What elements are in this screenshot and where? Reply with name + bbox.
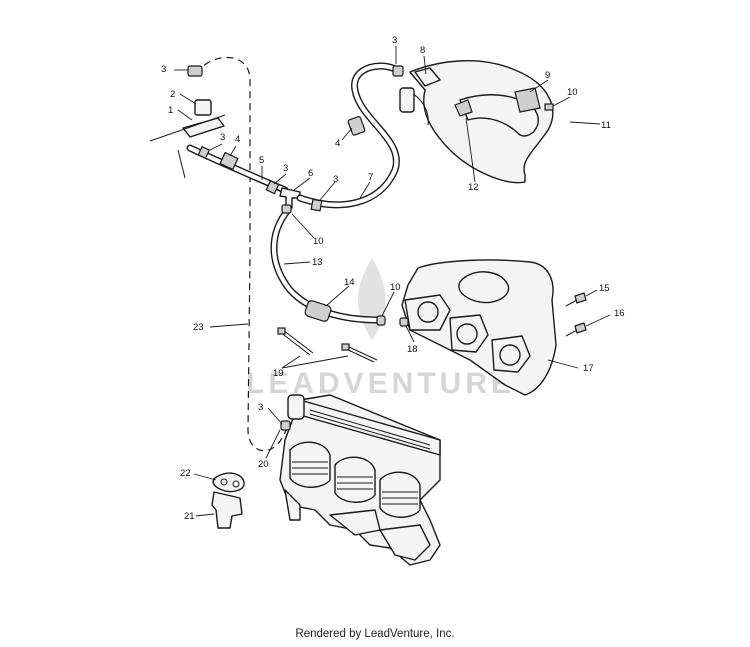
clamp-part-3-mid xyxy=(265,179,280,195)
callout-10: 10 xyxy=(567,87,578,98)
callout-2: 2 xyxy=(170,89,175,100)
callout-14: 14 xyxy=(344,277,355,288)
bracket-axis-line xyxy=(149,114,226,142)
callout-13: 13 xyxy=(312,257,323,268)
screw-part-10-upper xyxy=(544,103,554,111)
expansion-chamber-part-11 xyxy=(399,60,554,184)
cable-tie-head-right xyxy=(341,343,350,351)
callout-1: 1 xyxy=(168,105,173,116)
footer-credit: Rendered by LeadVenture, Inc. xyxy=(295,628,455,640)
bracket-part-12 xyxy=(454,99,473,117)
callout-20: 20 xyxy=(258,459,269,470)
callout-3: 3 xyxy=(161,64,166,75)
callout-8: 8 xyxy=(420,45,425,56)
clamp-part-9 xyxy=(514,87,541,113)
callout-11: 11 xyxy=(601,120,611,131)
callout-9: 9 xyxy=(545,70,550,81)
callout-3: 3 xyxy=(283,163,288,174)
bolt-part-15-shaft xyxy=(565,299,578,307)
clamp-part-3-left xyxy=(197,145,211,160)
watermark-text: LEADVENTURE xyxy=(246,367,515,400)
callout-7: 7 xyxy=(368,172,373,183)
callout-19: 19 xyxy=(273,368,284,379)
leader-lines xyxy=(174,46,611,517)
callout-5: 5 xyxy=(259,155,264,166)
bolt-part-15 xyxy=(574,292,587,304)
cable-tie-part-19-right-b xyxy=(346,345,378,361)
callout-labels: 3 2 1 3 4 5 3 6 3 7 3 8 9 10 11 12 4 10 … xyxy=(161,35,625,522)
bracket-axis-line-2 xyxy=(177,149,186,179)
hose-part-13-inner xyxy=(271,207,381,323)
fitting-part-18 xyxy=(399,317,409,327)
fitting-part-20 xyxy=(280,420,291,431)
cable-tie-head-left xyxy=(277,327,286,335)
callout-4: 4 xyxy=(335,138,340,149)
callout-18: 18 xyxy=(407,344,418,355)
hose-part-7-inner xyxy=(297,63,403,207)
callout-3: 3 xyxy=(220,132,225,143)
exhaust-manifold-part-17 xyxy=(401,259,557,396)
clamp-part-3-top xyxy=(187,65,203,77)
fitting-part-2 xyxy=(194,99,212,116)
clamp-part-3-right xyxy=(310,198,323,212)
gasket-hole-left xyxy=(220,478,228,486)
sleeve-part-4-right xyxy=(347,116,366,136)
sleeve-part-14 xyxy=(304,300,332,322)
callout-12: 12 xyxy=(468,182,479,193)
engine-cylinder-block xyxy=(279,394,441,566)
callout-10: 10 xyxy=(313,236,324,247)
dashed-hose-route xyxy=(195,56,287,452)
watermark-flame-icon xyxy=(358,258,386,340)
gasket-part-22 xyxy=(212,472,245,493)
callout-4: 4 xyxy=(235,134,240,145)
callout-15: 15 xyxy=(599,283,610,294)
callout-16: 16 xyxy=(614,308,625,319)
callout-3: 3 xyxy=(392,35,397,46)
gasket-hole-right xyxy=(232,480,240,488)
cable-tie-part-19-left xyxy=(279,331,311,356)
bolt-part-16 xyxy=(574,322,587,334)
bolt-part-16-shaft xyxy=(565,329,578,337)
clamp-part-3-upper xyxy=(392,65,404,77)
callout-10: 10 xyxy=(390,282,401,293)
tee-fitting-part-6 xyxy=(279,187,301,209)
callout-23: 23 xyxy=(193,322,204,333)
clamp-part-10-tee xyxy=(281,204,292,214)
callout-17: 17 xyxy=(583,363,594,374)
sensor-part-21 xyxy=(211,491,243,529)
callout-22: 22 xyxy=(180,468,191,479)
sleeve-part-4-left xyxy=(219,151,239,171)
cable-tie-part-19-left-b xyxy=(282,329,314,354)
callout-3: 3 xyxy=(258,402,263,413)
clamp-part-10-lower xyxy=(376,315,386,326)
callout-3: 3 xyxy=(333,174,338,185)
callout-6: 6 xyxy=(308,168,313,179)
callout-21: 21 xyxy=(184,511,195,522)
